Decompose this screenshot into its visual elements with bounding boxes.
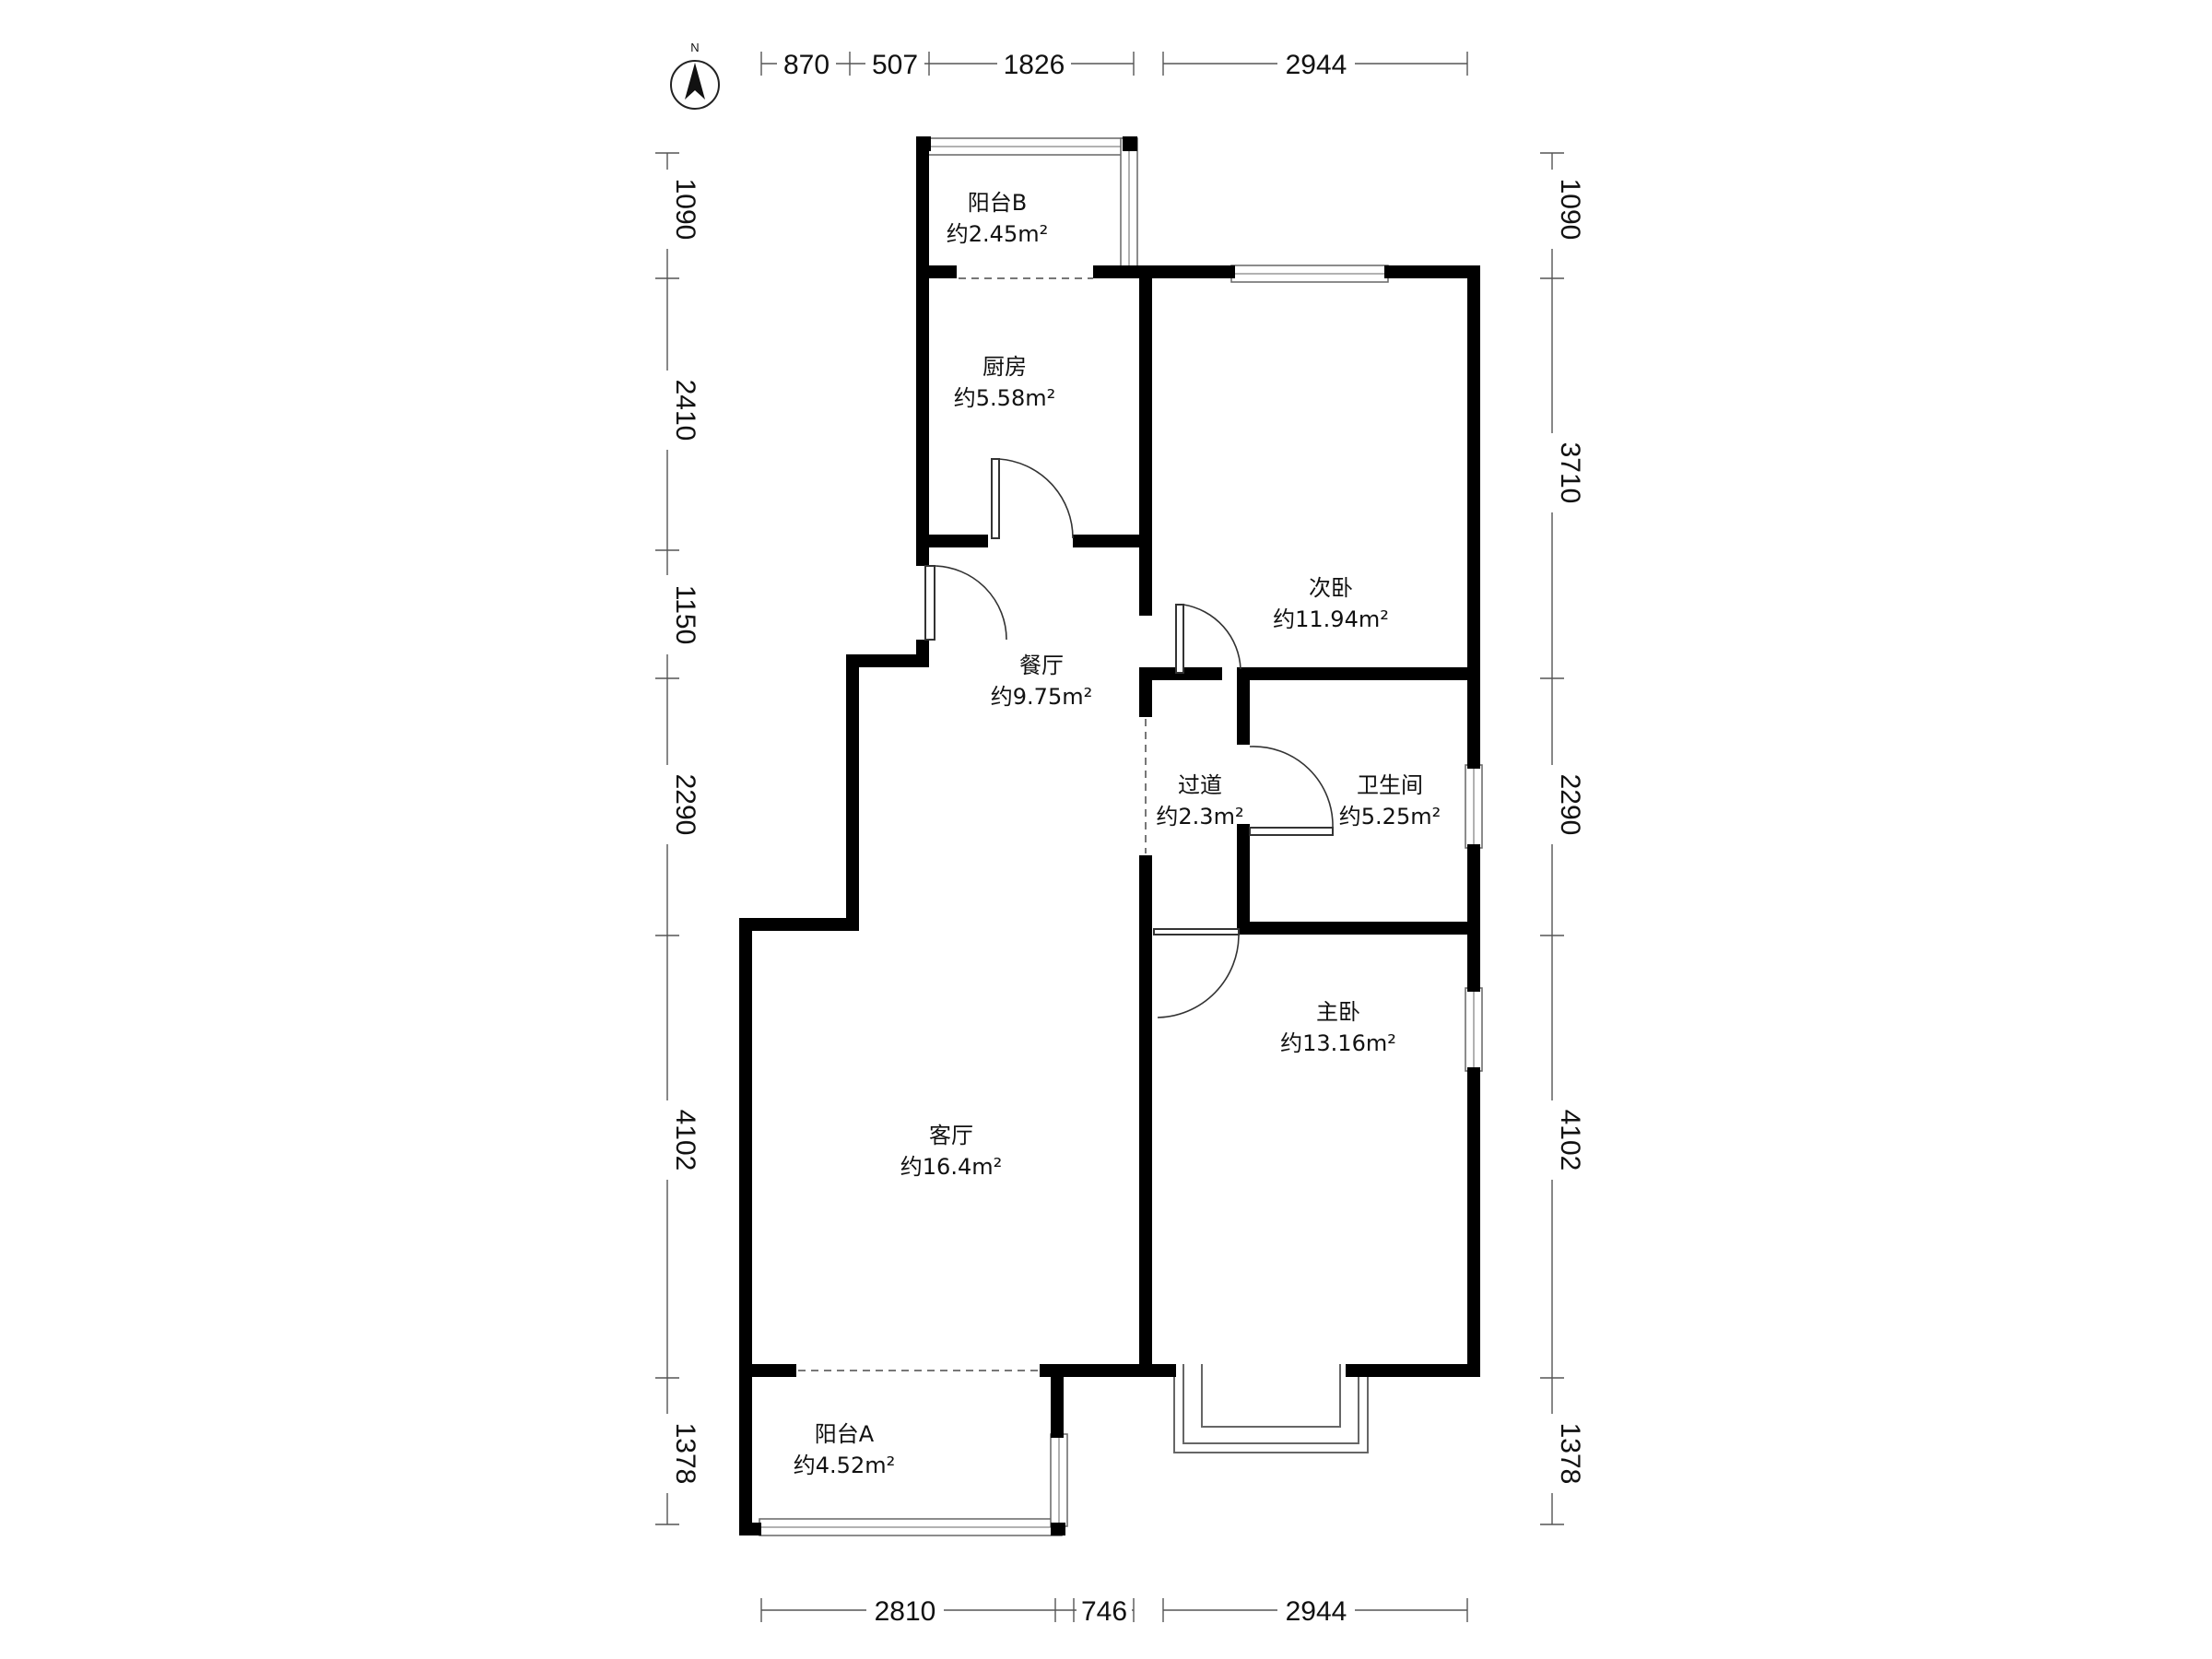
dim-right-3: 2290 [1555, 774, 1585, 836]
dim-left-6: 1378 [670, 1423, 700, 1485]
dim-left-5: 4102 [670, 1110, 700, 1171]
room-area-dining: 约9.75m² [991, 684, 1092, 710]
room-second-bedroom: 次卧 约11.94m² [1273, 575, 1389, 632]
right-dimension-bar: 1090 3710 2290 4102 1378 [1535, 152, 1585, 1525]
room-area-living: 约16.4m² [900, 1154, 1002, 1180]
openings [798, 277, 1147, 1371]
dim-top-3: 1826 [1004, 50, 1065, 80]
dim-bottom-3: 2944 [1286, 1596, 1347, 1627]
dim-top-2: 507 [872, 50, 918, 80]
bathroom-door[interactable] [1249, 746, 1334, 836]
room-area-corridor: 约2.3m² [1156, 804, 1243, 830]
room-area-balcony-a: 约4.52m² [794, 1453, 895, 1478]
room-name-dining: 餐厅 [1019, 653, 1064, 678]
room-living: 客厅 约16.4m² [900, 1123, 1002, 1180]
dim-left-2: 2410 [670, 380, 700, 441]
room-area-balcony-b: 约2.45m² [947, 221, 1048, 247]
room-area-bathroom: 约5.25m² [1339, 804, 1441, 830]
room-name-balcony-a: 阳台A [815, 1421, 875, 1447]
dim-bottom-2: 746 [1081, 1596, 1127, 1627]
room-name-living: 客厅 [929, 1123, 973, 1148]
room-corridor: 过道 约2.3m² [1156, 772, 1243, 830]
room-kitchen: 厨房 约5.58m² [954, 354, 1055, 411]
dim-top-1: 870 [783, 50, 830, 80]
compass-label: N [690, 41, 699, 54]
room-area-kitchen: 约5.58m² [954, 385, 1055, 411]
room-master-bedroom: 主卧 约13.16m² [1280, 999, 1396, 1056]
bottom-dimension-bar: 2810 746 2944 [760, 1594, 1468, 1627]
second-bedroom-door[interactable] [1175, 604, 1241, 674]
room-balcony-a: 阳台A 约4.52m² [794, 1421, 895, 1478]
room-name-master-bedroom: 主卧 [1316, 999, 1360, 1025]
room-area-master-bedroom: 约13.16m² [1280, 1030, 1396, 1056]
dim-right-5: 1378 [1555, 1423, 1585, 1485]
room-name-balcony-b: 阳台B [968, 190, 1027, 216]
top-dimension-bar: 870 507 1826 2944 [760, 48, 1468, 80]
room-name-second-bedroom: 次卧 [1309, 575, 1353, 601]
room-balcony-b: 阳台B 约2.45m² [947, 190, 1048, 247]
dim-top-4: 2944 [1286, 50, 1347, 80]
room-dining: 餐厅 约9.75m² [991, 653, 1092, 710]
master-bedroom-door[interactable] [1153, 928, 1240, 1018]
dim-right-2: 3710 [1555, 442, 1585, 504]
dim-left-3: 1150 [670, 585, 700, 645]
dim-left-1: 1090 [670, 179, 700, 241]
dim-right-1: 1090 [1555, 179, 1585, 241]
room-name-bathroom: 卫生间 [1357, 772, 1423, 798]
left-dimension-bar: 1090 2410 1150 2290 4102 1378 [651, 152, 700, 1525]
room-area-second-bedroom: 约11.94m² [1273, 606, 1389, 632]
room-name-corridor: 过道 [1178, 772, 1222, 798]
kitchen-door[interactable] [991, 458, 1074, 539]
dim-left-4: 2290 [670, 774, 700, 836]
room-name-kitchen: 厨房 [982, 354, 1027, 380]
dim-bottom-1: 2810 [875, 1596, 936, 1627]
north-compass-icon: N [670, 41, 720, 110]
windows [759, 137, 1483, 1536]
room-bathroom: 卫生间 约5.25m² [1339, 772, 1441, 830]
dim-right-4: 4102 [1555, 1110, 1585, 1171]
walls [739, 136, 1480, 1535]
dining-door[interactable] [924, 565, 1007, 641]
